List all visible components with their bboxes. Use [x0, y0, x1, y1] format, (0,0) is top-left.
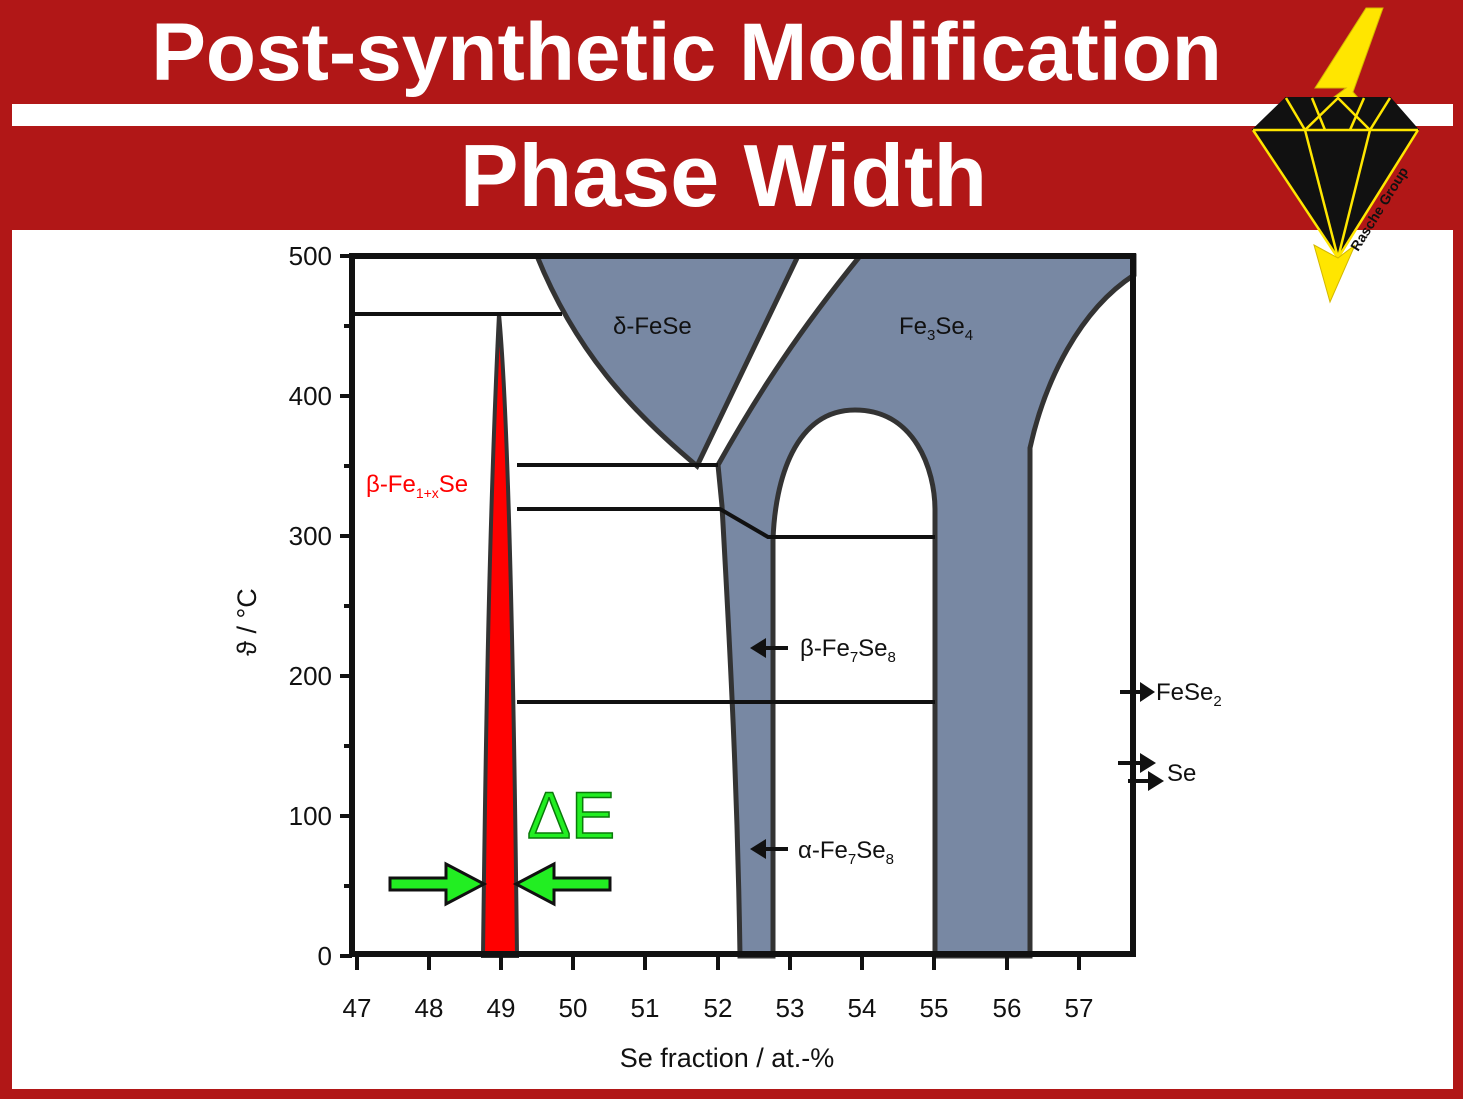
y-tick-label: 400 [289, 381, 332, 411]
delta-e-label: ΔE [527, 778, 615, 852]
y-tick-label: 100 [289, 801, 332, 831]
alpha-fe7se8-label: α-Fe7Se8 [798, 837, 894, 868]
y-ticks [340, 254, 352, 958]
beta-fe1xse-region [480, 313, 520, 958]
x-tick-label: 55 [920, 993, 949, 1023]
delta-fese-region [533, 253, 802, 470]
y-tick-label: 300 [289, 521, 332, 551]
y-tick-label: 200 [289, 661, 332, 691]
y-axis-label: ϑ / °C [232, 588, 262, 656]
page-title: Post-synthetic Modification [151, 7, 1222, 98]
se-label: Se [1167, 760, 1196, 787]
pointer-arrows [750, 638, 1164, 859]
rasche-group-logo: Rasche Group [1251, 7, 1420, 304]
x-tick-label: 52 [704, 993, 733, 1023]
x-tick-labels: 47 48 49 50 51 52 53 54 55 56 57 [343, 993, 1094, 1023]
y-tick-label: 0 [318, 941, 332, 971]
x-ticks [355, 954, 1081, 970]
arrow-left-icon [512, 861, 612, 907]
x-tick-label: 54 [848, 993, 877, 1023]
y-tick-label: 500 [289, 241, 332, 271]
x-tick-label: 49 [487, 993, 516, 1023]
x-tick-label: 47 [343, 993, 372, 1023]
x-tick-label: 53 [776, 993, 805, 1023]
x-tick-label: 51 [631, 993, 660, 1023]
fese2-label: FeSe2 [1156, 679, 1222, 710]
header-divider [12, 104, 1453, 126]
x-tick-label: 48 [415, 993, 444, 1023]
beta-fe1xse-label: β-Fe1+xSe [366, 471, 468, 501]
arrow-right-icon [1120, 682, 1155, 702]
lightning-bolt-icon [1314, 7, 1384, 101]
boundary-lines [354, 312, 935, 704]
arrow-right-icon [1128, 771, 1164, 791]
fe3se4-label: Fe3Se4 [899, 313, 973, 344]
arrow-right-icon [1118, 753, 1156, 773]
arrow-left-icon [750, 638, 788, 658]
y-tick-labels: 500 400 300 200 100 0 [289, 241, 332, 971]
fe3se4-region [715, 253, 1137, 959]
delta-e-arrows [388, 861, 612, 907]
arrow-right-icon [388, 861, 488, 907]
delta-fese-label: δ-FeSe [613, 313, 692, 340]
x-axis-label: Se fraction / at.-% [620, 1043, 835, 1073]
x-tick-label: 50 [559, 993, 588, 1023]
lightning-tip-icon [1313, 243, 1356, 304]
x-tick-label: 56 [993, 993, 1022, 1023]
arrow-left-icon [750, 839, 788, 859]
x-tick-label: 57 [1065, 993, 1094, 1023]
page-subtitle: Phase Width [459, 126, 988, 225]
beta-fe7se8-label: β-Fe7Se8 [800, 635, 896, 666]
